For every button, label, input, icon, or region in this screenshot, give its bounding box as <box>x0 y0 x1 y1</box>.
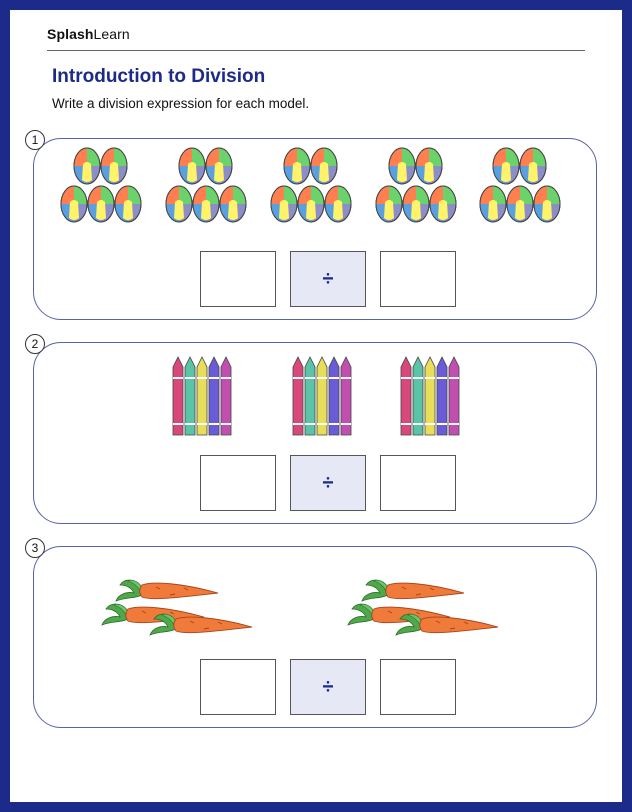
problem-number-2: 2 <box>25 334 45 354</box>
division-sign-box: ÷ <box>290 455 366 511</box>
ball-group <box>61 148 141 222</box>
crayon-group <box>401 357 459 435</box>
carrot-group <box>102 580 252 635</box>
problem-panel-3: 3 ÷ <box>25 538 597 728</box>
worksheet-instruction: Write a division expression for each mod… <box>52 96 310 111</box>
problem-panel-2: 2 ÷ <box>25 334 597 524</box>
crayon-group <box>173 357 231 435</box>
problem-number-3: 3 <box>25 538 45 558</box>
dividend-answer-box[interactable] <box>200 251 276 307</box>
beach-balls-model <box>52 146 582 230</box>
dividend-answer-box[interactable] <box>200 659 276 715</box>
header-divider <box>47 50 585 51</box>
problem-panel-1: 1 <box>25 130 597 320</box>
division-sign-box: ÷ <box>290 251 366 307</box>
splashlearn-logo: SplashLearn <box>47 26 130 42</box>
divisor-answer-box[interactable] <box>380 251 456 307</box>
crayon-group <box>293 357 351 435</box>
carrots-model <box>82 561 502 641</box>
division-sign-box: ÷ <box>290 659 366 715</box>
divisor-answer-box[interactable] <box>380 659 456 715</box>
ball-group <box>376 148 456 222</box>
dividend-answer-box[interactable] <box>200 455 276 511</box>
carrot-group <box>348 580 498 635</box>
problem-number-1: 1 <box>25 130 45 150</box>
worksheet-title: Introduction to Division <box>52 66 266 87</box>
crayons-model <box>159 353 469 439</box>
divisor-answer-box[interactable] <box>380 455 456 511</box>
ball-group <box>166 148 246 222</box>
ball-group <box>480 148 560 222</box>
ball-group <box>271 148 351 222</box>
